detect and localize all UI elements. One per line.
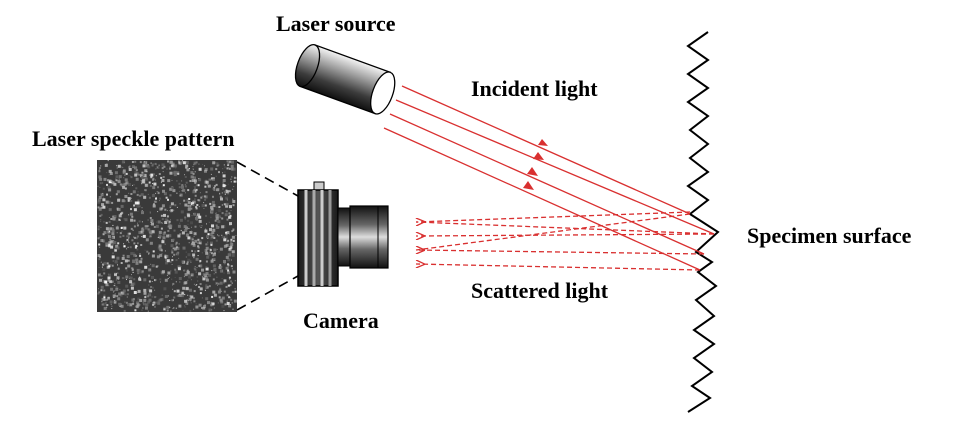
scattered-beam-5 bbox=[415, 213, 691, 251]
scattered-beam-6 bbox=[415, 221, 715, 235]
speckle-connectors bbox=[236, 161, 299, 311]
incident-beam-2 bbox=[395, 99, 715, 235]
cylinder-laser-icon bbox=[294, 44, 396, 115]
incident-beam-3 bbox=[389, 113, 705, 255]
incident-arrow-2 bbox=[533, 152, 544, 160]
speckle-pattern-image bbox=[97, 160, 237, 312]
specimen-surface-label: Specimen surface bbox=[747, 223, 912, 248]
laser-speckle-pattern-label: Laser speckle pattern bbox=[32, 126, 235, 151]
scattered-beam-3 bbox=[416, 250, 705, 255]
incident-light-label: Incident light bbox=[471, 76, 598, 101]
laser-source-label: Laser source bbox=[276, 11, 396, 36]
incident-arrow-4 bbox=[523, 181, 534, 190]
incident-beam-1 bbox=[401, 85, 691, 215]
scattered-light-label: Scattered light bbox=[471, 278, 609, 303]
incident-arrows bbox=[523, 139, 548, 190]
camera-icon bbox=[297, 181, 389, 287]
incident-beam-4 bbox=[383, 127, 701, 271]
scattered-beam-2 bbox=[416, 234, 715, 236]
scattered-beams bbox=[415, 211, 715, 271]
incident-arrow-3 bbox=[527, 167, 538, 176]
incident-beams bbox=[383, 85, 715, 271]
scattered-beam-1 bbox=[416, 211, 691, 222]
incident-arrow-1 bbox=[538, 139, 548, 146]
camera-label: Camera bbox=[303, 308, 379, 333]
specimen-surface-line bbox=[686, 31, 720, 413]
scattered-beam-4 bbox=[416, 264, 701, 271]
